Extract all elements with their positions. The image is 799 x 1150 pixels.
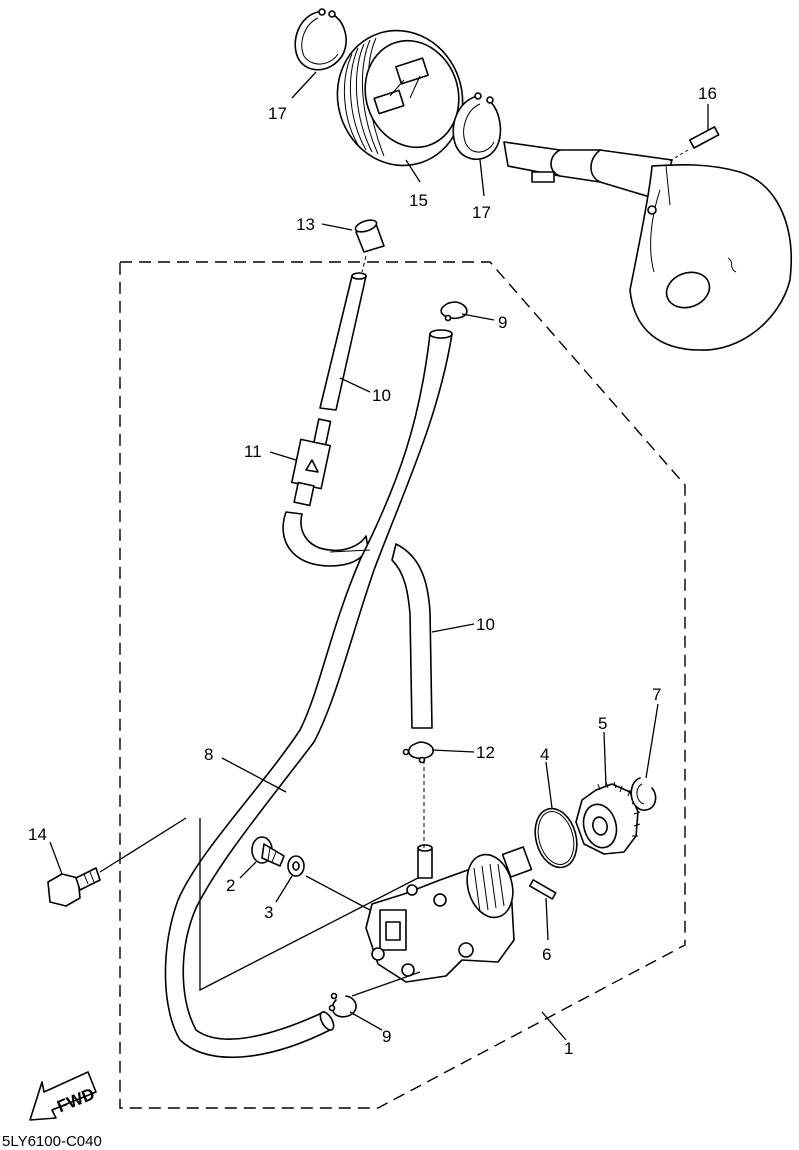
callout-4: 4 [540, 745, 549, 764]
fwd-arrow: FWD [29, 1071, 97, 1121]
circlip-17-right [452, 92, 502, 160]
assembly-boundary [119, 261, 686, 1109]
pin-16 [667, 126, 720, 163]
callout-15: 15 [409, 191, 428, 210]
collar-13 [354, 219, 385, 253]
hose-filter-loop [282, 511, 369, 567]
callout-13: 13 [296, 215, 315, 234]
circlip-17-left [294, 8, 347, 71]
clip-9-bottom [328, 992, 357, 1018]
callout-6: 6 [542, 945, 551, 964]
circlip-7 [630, 777, 657, 811]
callout-11: 11 [244, 442, 262, 461]
callout-12: 12 [476, 743, 495, 762]
pulley-15 [336, 29, 464, 167]
bolt-14 [47, 867, 101, 907]
washer-3 [287, 855, 305, 877]
callout-10-lower: 10 [476, 615, 495, 634]
callout-16: 16 [698, 84, 717, 103]
callout-17-left: 17 [268, 104, 287, 123]
callout-1: 1 [564, 1039, 573, 1058]
callout-9-bottom: 9 [382, 1027, 391, 1046]
callout-2: 2 [226, 876, 235, 895]
hose-8-end [429, 329, 453, 339]
fuel-filter-11 [290, 418, 332, 507]
callout-8: 8 [204, 745, 213, 764]
callout-17-right: 17 [472, 203, 491, 222]
callout-14: 14 [28, 825, 47, 844]
callouts: 17 15 17 16 13 9 10 11 10 8 12 4 5 7 14 … [28, 84, 717, 1058]
diagram-code: 5LY6100-C040 [2, 1133, 102, 1150]
callout-3: 3 [264, 903, 273, 922]
clip-9-top [440, 301, 468, 322]
shaft-and-cover [503, 141, 792, 351]
hose-10-lower [391, 543, 433, 729]
leader-lines [49, 71, 709, 1041]
o-ring-4 [534, 807, 578, 869]
callout-7: 7 [652, 685, 661, 704]
pump-body [365, 844, 533, 983]
callout-5: 5 [598, 714, 607, 733]
hose-10-upper [319, 272, 367, 411]
guide-lines [99, 549, 425, 997]
bolt-2 [251, 836, 285, 867]
gear-5 [575, 781, 641, 855]
pin-6 [528, 879, 557, 900]
callout-9-top: 9 [498, 313, 507, 332]
clip-12 [402, 741, 435, 764]
callout-10-upper: 10 [372, 386, 391, 405]
